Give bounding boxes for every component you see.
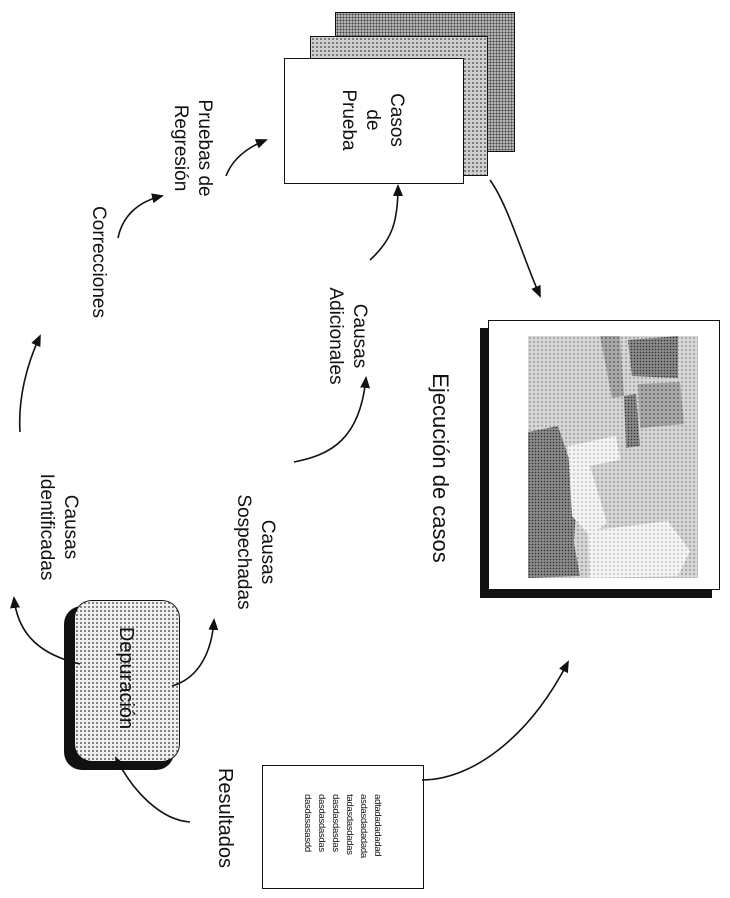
arrow-depuracion-to-sospechadas	[172, 620, 214, 686]
arrow-regresion-to-casos	[226, 140, 266, 176]
arrow-depuracion-to-identificadas	[14, 598, 80, 664]
arrow-casos-to-ejecucion	[490, 180, 540, 296]
arrow-resultados-to-depuracion	[116, 758, 190, 822]
arrow-sospechadas-to-adicionales	[294, 378, 366, 462]
arrow-identificadas-to-correcciones	[20, 336, 40, 432]
arrow-adicionales-to-casos	[370, 186, 398, 260]
arrow-correcciones-to-regresion	[118, 196, 162, 238]
arrow-resultados-to-ejecucion	[422, 662, 568, 780]
